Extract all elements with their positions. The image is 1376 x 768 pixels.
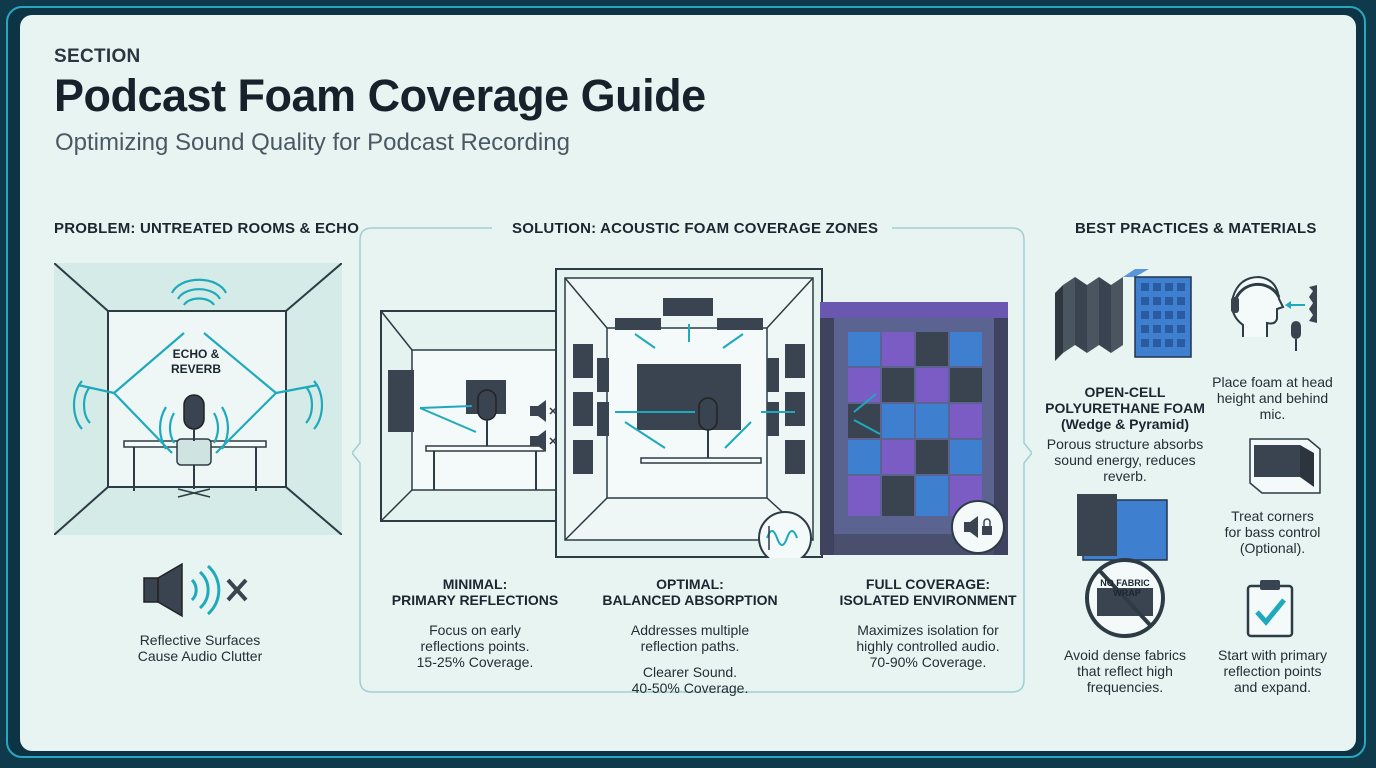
- problem-caption: Reflective Surfaces Cause Audio Clutter: [137, 632, 263, 664]
- solution-bracket: [352, 227, 1032, 693]
- practices-heading: BEST PRACTICES & MATERIALS: [1075, 220, 1317, 237]
- no-fabric-wrap-icon: NO FABRIC WRAP: [1077, 494, 1168, 638]
- problem-heading: PROBLEM: UNTREATED ROOMS & ECHO: [54, 220, 360, 237]
- head-mic-placement-icon: [1231, 275, 1317, 351]
- zone-optimal: OPTIMAL: BALANCED ABSORPTION Addresses m…: [602, 576, 778, 696]
- fabric-text: Avoid dense fabrics that reflect high fr…: [1064, 647, 1186, 695]
- clipboard-checkmark-icon: [1246, 580, 1294, 638]
- page-subtitle: Optimizing Sound Quality for Podcast Rec…: [55, 129, 570, 156]
- no-fabric-badge-line1: NO FABRIC: [1100, 578, 1150, 588]
- page-title: Podcast Foam Coverage Guide: [54, 70, 706, 121]
- echo-label-line2: REVERB: [171, 362, 221, 376]
- foam-material-text: OPEN-CELL POLYURETHANE FOAM (Wedge & Pyr…: [1045, 384, 1205, 484]
- full-coverage-room: [820, 302, 1008, 555]
- zone-minimal: MINIMAL: PRIMARY REFLECTIONS Focus on ea…: [391, 576, 559, 670]
- minimal-coverage-room: [380, 310, 575, 522]
- solution-heading: SOLUTION: ACOUSTIC FOAM COVERAGE ZONES: [512, 220, 879, 237]
- untreated-room-illustration: ECHO & REVERB: [54, 263, 342, 535]
- speaker-muted-icon: [143, 562, 248, 618]
- infographic-panel: SECTION Podcast Foam Coverage Guide Opti…: [20, 15, 1356, 751]
- corner-bass-trap-icon: [1249, 438, 1321, 494]
- foam-block-icon: [1055, 269, 1192, 361]
- placement-text: Place foam at head height and behind mic…: [1212, 374, 1333, 422]
- corners-text: Treat corners for bass control (Optional…: [1224, 508, 1321, 556]
- echo-label-line1: ECHO &: [173, 347, 220, 361]
- no-fabric-badge-line2: WRAP: [1113, 588, 1141, 598]
- section-kicker: SECTION: [54, 46, 141, 67]
- start-text: Start with primary reflection points and…: [1218, 647, 1327, 695]
- optimal-coverage-room: [555, 268, 823, 558]
- zone-full: FULL COVERAGE: ISOLATED ENVIRONMENT Maxi…: [839, 576, 1017, 670]
